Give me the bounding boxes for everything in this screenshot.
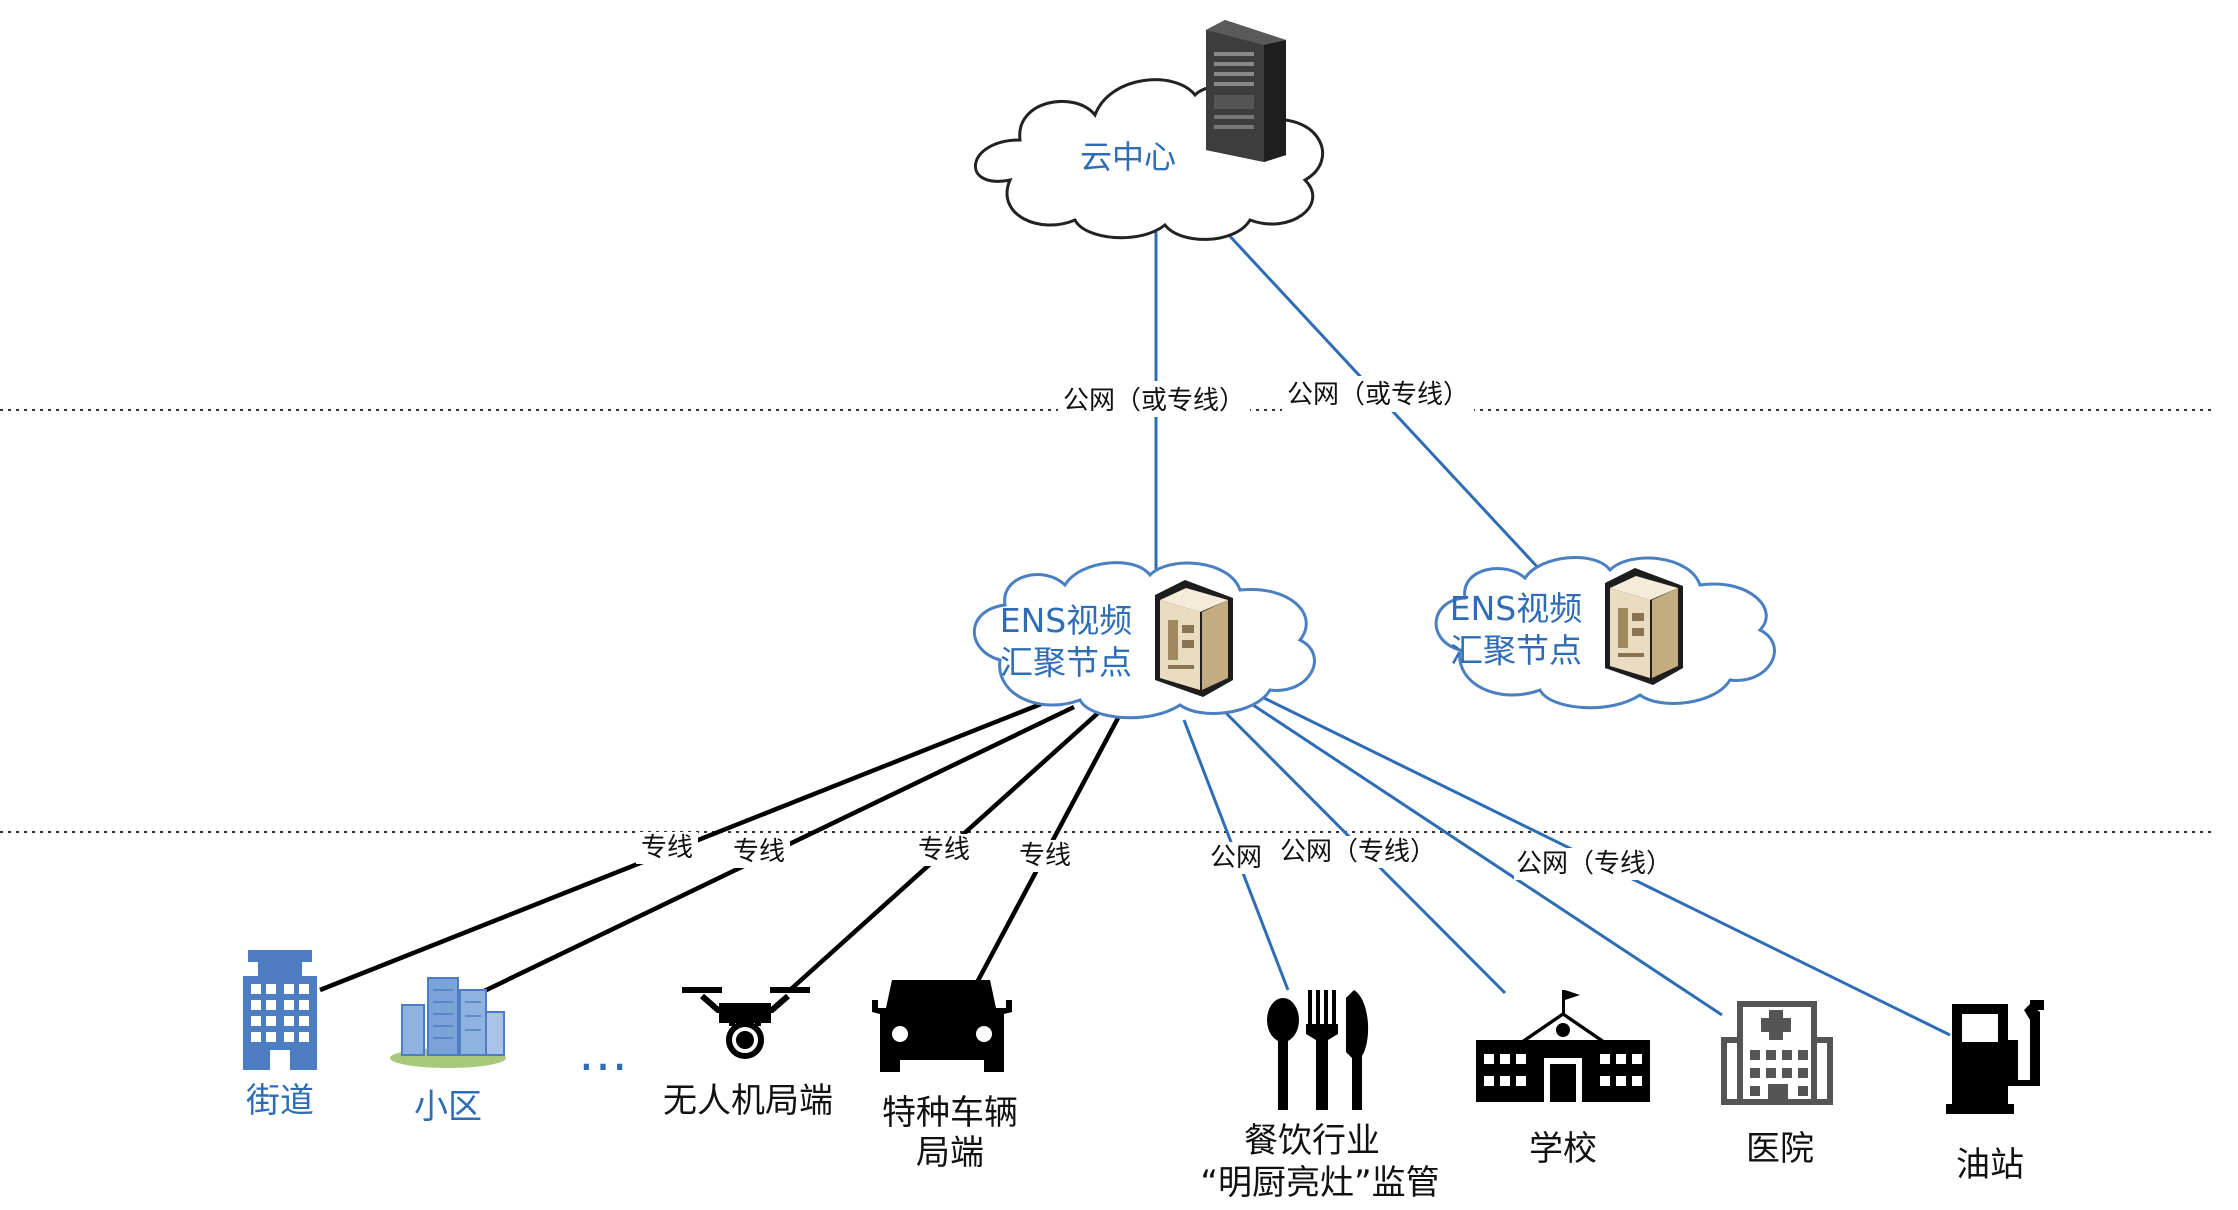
ens-node-2: ENS视频 汇聚节点	[1434, 556, 1776, 710]
endpoint-label-street: 街道	[246, 1081, 314, 1121]
upper-link-label-2: 公网（或专线）	[1287, 380, 1469, 410]
ens-server-icon	[1605, 568, 1683, 685]
cloud-center: 云中心	[973, 20, 1325, 241]
ens-node-2-label-line2: 汇聚节点	[1450, 631, 1582, 670]
vehicle-icon	[872, 980, 1012, 1072]
endpoint-label-catering-line2: “明厨亮灶”监管	[1200, 1163, 1439, 1203]
link-label-school: 公网（专线）	[1280, 837, 1436, 867]
link-label-vehicle: 专线	[1019, 841, 1071, 871]
endpoint-label-vehicle-line1: 特种车辆	[882, 1093, 1018, 1133]
ens-node-1: ENS视频 汇聚节点	[972, 561, 1316, 720]
lower-black-links	[319, 699, 1120, 997]
hospital-icon	[1721, 1001, 1833, 1105]
drone-icon	[682, 987, 810, 1059]
ens-node-2-label-line1: ENS视频	[1450, 589, 1582, 628]
ens-server-icon	[1155, 580, 1233, 697]
endpoint-label-drone: 无人机局端	[663, 1081, 833, 1121]
ens-node-1-label-line2: 汇聚节点	[1000, 643, 1132, 682]
cloud-center-label: 云中心	[1080, 138, 1176, 176]
utensils-icon	[1267, 990, 1369, 1110]
link-ens-to-hospital	[1249, 701, 1723, 1017]
link-label-catering: 公网	[1210, 843, 1262, 873]
link-label-drone: 专线	[918, 835, 970, 865]
endpoint-ellipsis: …	[578, 1024, 628, 1082]
server-tower-icon	[1206, 20, 1286, 162]
endpoint-label-catering-line1: 餐饮行业	[1244, 1121, 1380, 1161]
ens-node-1-label-line1: ENS视频	[1000, 601, 1132, 640]
link-label-street: 专线	[641, 833, 693, 863]
endpoint-label-vehicle-line2: 局端	[916, 1133, 984, 1173]
upper-link-label-1: 公网（或专线）	[1063, 386, 1245, 416]
community-buildings-icon	[390, 977, 506, 1068]
endpoint-label-gas: 油站	[1956, 1145, 2024, 1185]
endpoint-label-school: 学校	[1529, 1129, 1597, 1169]
gas-pump-icon	[1946, 1000, 2044, 1114]
school-icon	[1476, 990, 1650, 1102]
link-label-gas: 公网（专线）	[1516, 849, 1672, 879]
street-building-icon	[243, 950, 317, 1070]
link-label-community: 专线	[733, 837, 785, 867]
endpoint-label-community: 小区	[414, 1087, 482, 1127]
ens-cloud-1-shape	[972, 561, 1316, 720]
lower-link-labels: 专线 专线 专线 专线 公网 公网（专线） 公网（专线）	[636, 832, 1674, 880]
endpoint-label-hospital: 医院	[1746, 1129, 1814, 1169]
